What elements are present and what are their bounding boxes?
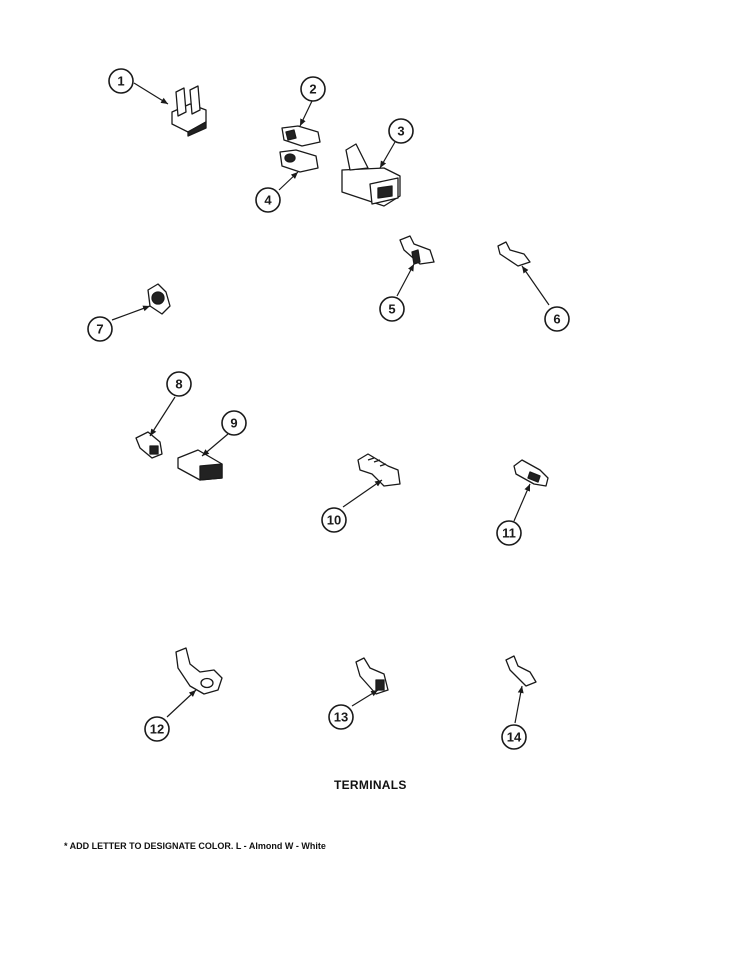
part-12-ring-terminal [175,647,223,695]
part-6-flag-terminal [497,241,531,267]
leader-lines [111,82,550,724]
part-7-clamp-terminal [147,283,171,315]
callout-6: 6 [544,306,570,332]
callout-14: 14 [501,724,527,750]
part-4-female-terminal [279,149,319,173]
part-10-insulated-female-terminal [357,453,401,487]
callout-1: 1 [108,68,134,94]
callout-3-label: 3 [397,124,404,139]
part-2-female-terminal [281,125,321,147]
part-9-insulator-boot [177,449,223,481]
callout-4-label: 4 [264,193,272,208]
callout-1-label: 1 [117,74,124,89]
callout-6-label: 6 [553,312,560,327]
callout-12: 12 [144,716,170,742]
part-8-crimp-terminal [135,431,163,459]
color-footnote: * ADD LETTER TO DESIGNATE COLOR. L - Alm… [64,841,326,851]
callout-11-label: 11 [502,526,516,541]
callout-9: 9 [221,410,247,436]
callout-7-label: 7 [96,322,103,337]
callout-14-label: 14 [507,730,522,745]
part-13-angled-terminal [355,657,389,695]
callout-5: 5 [379,296,405,322]
callout-7: 7 [87,316,113,342]
callout-12-label: 12 [150,722,164,737]
part-3-connector-block [341,143,401,207]
callout-11: 11 [496,520,522,546]
callout-13-label: 13 [334,710,348,725]
callout-5-label: 5 [388,302,395,317]
callout-4: 4 [255,187,281,213]
callout-10-label: 10 [327,513,341,528]
callout-3: 3 [388,118,414,144]
diagram-caption: TERMINALS [334,778,407,792]
callout-13: 13 [328,704,354,730]
callout-2: 2 [300,76,326,102]
callout-10: 10 [321,507,347,533]
part-5-flag-terminal [399,235,435,265]
part-14-flag-terminal [505,655,537,687]
callout-2-label: 2 [309,82,316,97]
part-11-slim-terminal [513,459,549,487]
callout-8-label: 8 [175,377,182,392]
callout-9-label: 9 [230,416,237,431]
callout-8: 8 [166,371,192,397]
part-1-terminal-clip [171,85,207,137]
